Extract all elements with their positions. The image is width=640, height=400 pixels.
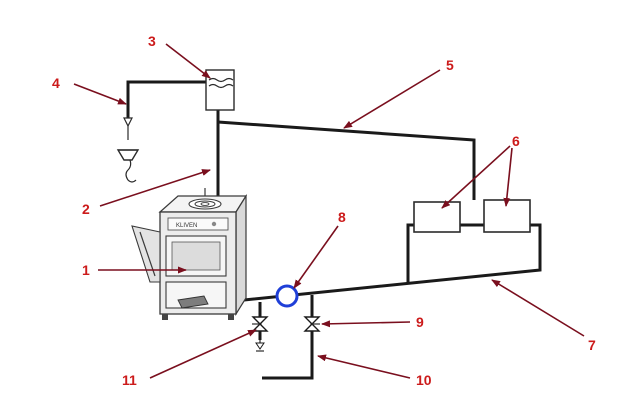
- callout-8: 8: [338, 209, 346, 225]
- leader-6b: [503, 147, 513, 207]
- boiler-brand-label: KLIVEN: [176, 223, 197, 229]
- callout-2: 2: [82, 201, 90, 217]
- leader-4: [73, 83, 127, 105]
- supply-pipe: [217, 120, 476, 200]
- leader-5: [343, 69, 441, 129]
- drain-valve: [251, 316, 269, 352]
- leader-9: [321, 320, 411, 328]
- radiator-right: [483, 199, 531, 233]
- radiators: [413, 199, 531, 233]
- callout-4: 4: [52, 75, 60, 91]
- callout-6: 6: [512, 133, 520, 149]
- callout-10: 10: [416, 372, 432, 388]
- leader-11: [149, 329, 257, 379]
- callout-5: 5: [446, 57, 454, 73]
- fill-valve: [303, 316, 321, 332]
- radiator-left: [413, 201, 461, 233]
- leader-3: [165, 43, 211, 79]
- circulation-pump: [275, 284, 299, 308]
- drain-funnel: [116, 117, 140, 183]
- callout-3: 3: [148, 33, 156, 49]
- radiator-left-drop: [406, 223, 414, 283]
- leader-6a: [441, 145, 511, 209]
- solid-fuel-boiler: KLIVEN: [131, 188, 248, 320]
- callout-9: 9: [416, 314, 424, 330]
- leader-7: [491, 279, 585, 337]
- callout-11: 11: [122, 372, 137, 388]
- leader-arrows: [73, 43, 585, 379]
- expansion-tank: [205, 69, 235, 111]
- return-pipe: [243, 223, 542, 302]
- leader-2: [99, 169, 211, 207]
- leader-8: [293, 225, 339, 289]
- callout-7: 7: [588, 337, 596, 353]
- callout-1: 1: [82, 262, 90, 278]
- leader-10: [317, 354, 411, 379]
- overflow-pipe: [126, 80, 210, 118]
- callout-labels: 1 2 3 4 5 6 7 8 9 10 11: [52, 33, 596, 388]
